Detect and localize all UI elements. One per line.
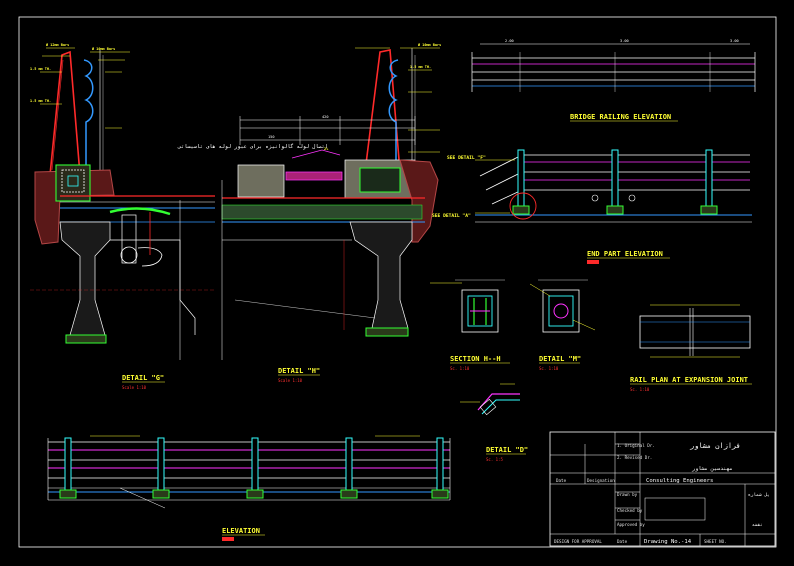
col-date-label: Date (556, 478, 567, 483)
rail-plan-title: RAIL PLAN AT EXPANSION JOINT (630, 376, 748, 384)
rev-2-label: 2. Revised Dr. (617, 455, 652, 460)
see-detail-f-label: SEE DETAIL "F" (447, 155, 486, 161)
col-designation-label: Designation (587, 478, 615, 483)
elevation-title: ELEVATION (222, 527, 260, 535)
detail-h-drawing: Ø 10mm Bars 1.5 mm TH. 420 150 2% اتصال (177, 42, 441, 360)
railing-elevation-drawing: 2.00 3.00 3.00 (471, 39, 756, 92)
rail-plan-drawing (639, 304, 751, 358)
sheet-border (18, 16, 777, 548)
svg-text:Ø 12mm Bars: Ø 12mm Bars (45, 42, 69, 47)
detail-g-scale: Scale 1:10 (122, 385, 147, 390)
railing-elevation-title: BRIDGE RAILING ELEVATION (570, 113, 671, 121)
section-title: SECTION H--H (450, 355, 501, 363)
end-part-elevation-drawing (475, 149, 752, 223)
rail-plan-scale: Sc. 1:10 (630, 387, 650, 392)
svg-text:2%: 2% (324, 147, 329, 151)
svg-text:1.5 mm TH.: 1.5 mm TH. (30, 99, 51, 103)
detail-d-scale: Sc. 1:5 (486, 457, 503, 462)
svg-text:3.00: 3.00 (730, 39, 739, 43)
company-name-fa: فرازان مشاور (689, 442, 741, 450)
section-scale: Sc. 1:10 (450, 366, 470, 371)
svg-text:1.5 mm TH.: 1.5 mm TH. (30, 67, 51, 71)
elevation-scale-marker (222, 537, 234, 541)
elevation-drawing (47, 435, 451, 509)
design-for-approval-label: DESIGN FOR APPROVAL (554, 539, 602, 544)
svg-text:2.00: 2.00 (505, 39, 514, 43)
detail-d-title: DETAIL "D" (486, 446, 528, 454)
svg-text:150: 150 (268, 135, 275, 139)
company-subtitle-fa: مهندسین مشاور (691, 466, 733, 472)
drawn-by-label: Drawn by (617, 492, 638, 497)
date-label: Date (617, 539, 628, 544)
title-block (549, 431, 776, 547)
persian-note: اتصال لوله گالوانیزه برای عبور لوله های … (177, 143, 328, 150)
end-part-scale-marker (587, 260, 599, 264)
sheet-number-label: SHEET NO. (704, 539, 727, 544)
end-part-elevation-title: END PART ELEVATION (587, 250, 663, 258)
detail-m-scale: Sc. 1:10 (539, 366, 559, 371)
detail-d-drawing (460, 383, 520, 416)
detail-h-title: DETAIL "H" (278, 367, 320, 375)
detail-m-title: DETAIL "M" (539, 355, 581, 363)
checked-by-label: Checked by (617, 508, 643, 513)
detail-h-scale: Scale 1:10 (278, 378, 303, 383)
see-detail-a-label: SEE DETAIL "A" (432, 213, 471, 219)
svg-text:3.00: 3.00 (620, 39, 629, 43)
detail-g-title: DETAIL "G" (122, 374, 164, 382)
svg-text:420: 420 (322, 115, 329, 119)
company-name-en: Consulting Engineers (646, 478, 713, 484)
rev-1-label: 1. Original Dr. (617, 443, 655, 448)
svg-text:1.5 mm TH.: 1.5 mm TH. (410, 65, 431, 69)
approved-by-label: Approved by (617, 522, 645, 527)
detail-g-drawing: Ø 12mm Bars Ø 10mm Bars 1.5 mm TH. 1.5 m… (30, 42, 215, 360)
title-block-right-bottom-fa: نقشه (752, 523, 763, 528)
svg-text:Ø 10mm Bars: Ø 10mm Bars (417, 42, 441, 47)
section-and-detail-m-drawing (430, 279, 596, 333)
svg-text:Ø 10mm Bars: Ø 10mm Bars (91, 46, 115, 51)
title-block-right-top-fa: پل شماره (748, 493, 770, 498)
drawing-number: Drawing No.-14 (644, 539, 692, 545)
